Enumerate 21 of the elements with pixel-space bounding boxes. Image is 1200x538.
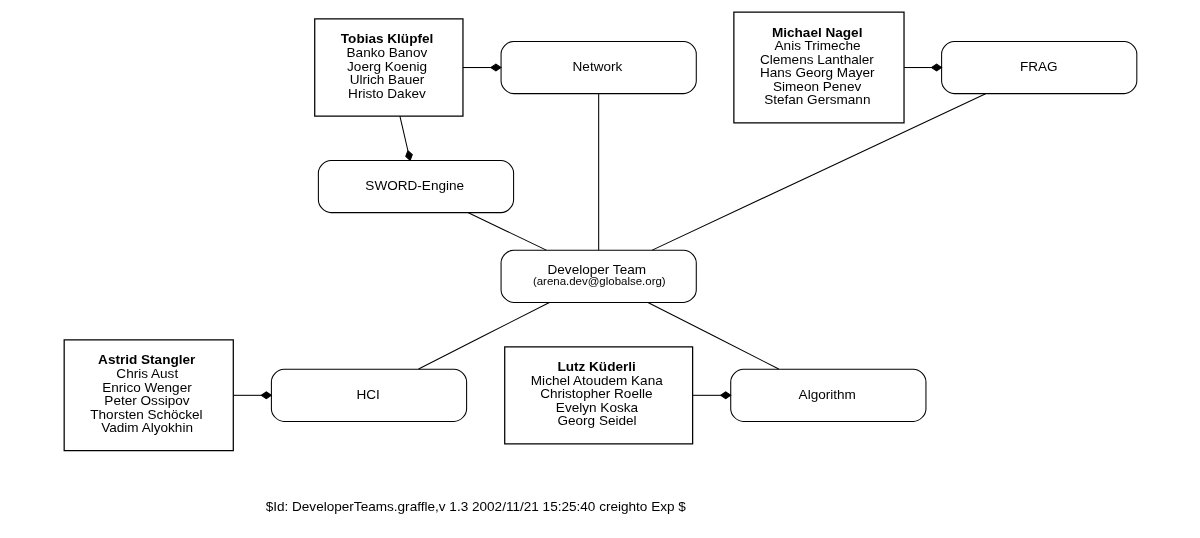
connector xyxy=(462,63,502,72)
connector xyxy=(232,391,272,400)
node-box: Developer Team (arena.dev@globalse.org) xyxy=(500,249,697,303)
node-box: Lutz Küderli Michel Atoudem Kana Christopher Roelle Evelyn Koska Georg Seidel xyxy=(503,346,693,445)
node-box: SWORD-Engine xyxy=(317,159,514,214)
connector xyxy=(691,391,732,400)
label: $Id: DeveloperTeams.graffle,v 1.3 2002/11/21 15:25:40 creighto Exp $ xyxy=(265,498,686,514)
node-box: Algorithm xyxy=(729,368,926,422)
node-box: Michael Nagel Anis Trimeche Clemens Lanthaler Hans Georg Mayer Simeon Penev Stefan Gersmann xyxy=(732,11,905,124)
connector xyxy=(467,212,547,251)
connector xyxy=(597,93,599,251)
connector xyxy=(417,301,550,370)
node-box: Network xyxy=(500,40,697,95)
node-box: FRAG xyxy=(940,40,1137,95)
node-box: Tobias Klüpfel Banko Banov Joerg Koenig Ulrich Bauer Hristo Dakev xyxy=(313,18,464,117)
connector xyxy=(646,301,779,370)
node-box: HCI xyxy=(270,368,467,422)
connector xyxy=(651,93,986,251)
connector xyxy=(903,63,943,72)
connector xyxy=(398,115,413,162)
node-box: Astrid Stangler Chris Aust Enrico Wenger Peter Ossipov Thorsten Schöckel Vadim Alyokhin xyxy=(63,339,234,452)
